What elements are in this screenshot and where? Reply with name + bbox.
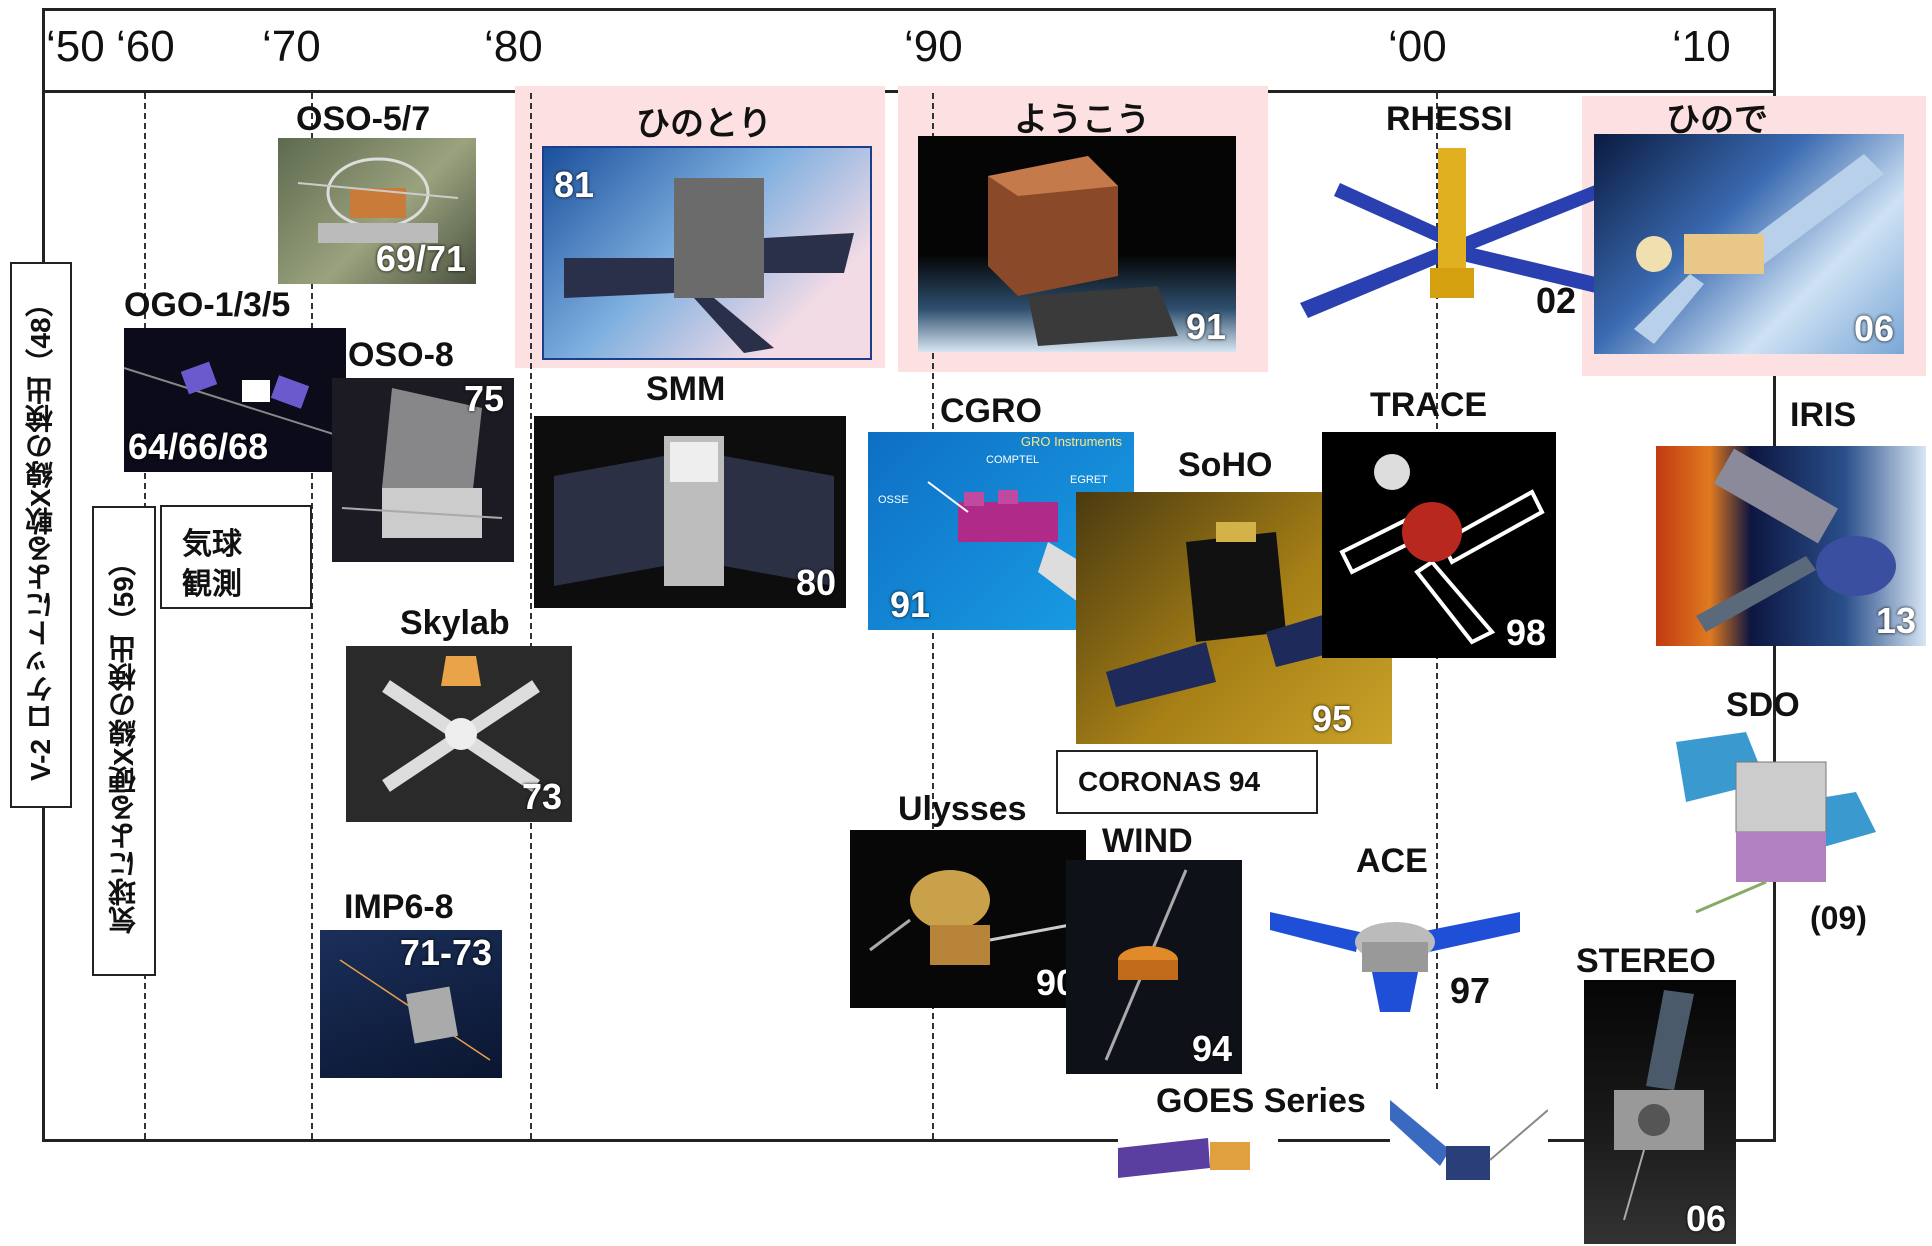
imp-photo: 71-73 <box>320 930 502 1078</box>
balloon-observation-line2: 観測 <box>182 568 242 601</box>
hinotori-year: 81 <box>554 164 595 205</box>
rhessi-satellite-icon <box>1300 148 1600 318</box>
rhessi-photo: 02 <box>1300 138 1600 338</box>
yohkoh-year: 91 <box>1185 306 1226 347</box>
year-label-10: ‘10 <box>1672 22 1731 71</box>
oso8-satellite-icon <box>341 388 503 538</box>
yohkoh-label: ようこう <box>1014 101 1150 139</box>
goes-label: GOES Series <box>1156 1082 1366 1120</box>
balloon-hard-xray-text: 気球による硬X線の検出（59） <box>108 548 139 934</box>
hinode-year: 06 <box>1853 308 1894 349</box>
year-label-00: ‘00 <box>1388 22 1447 71</box>
wind-satellite-icon <box>1104 869 1188 1061</box>
goes-right-image <box>1390 1090 1548 1210</box>
oso57-satellite-icon <box>297 157 459 243</box>
year-label-50: ‘50 <box>46 22 105 71</box>
decade-line-80 <box>530 93 532 1139</box>
stereo-photo: 06 <box>1584 980 1736 1244</box>
sdo-satellite-icon <box>1676 732 1876 914</box>
year-label-80: ‘80 <box>484 22 543 71</box>
wind-label: WIND <box>1102 822 1193 860</box>
hinotori-photo: 81 <box>542 146 872 360</box>
soho-year: 95 <box>1311 698 1352 739</box>
trace-label: TRACE <box>1370 386 1488 424</box>
oso57-year: 69/71 <box>375 238 466 279</box>
ogo-satellite-icon <box>124 361 346 439</box>
oso8-year: 75 <box>463 378 504 419</box>
smm-satellite-icon <box>554 436 834 586</box>
ace-year: 97 <box>1449 970 1490 1011</box>
hinode-satellite-icon <box>1634 154 1884 344</box>
imp-satellite-icon <box>339 959 491 1061</box>
v2-rocket-text: V-2 ロケットによる軟X線の検出（48） <box>25 289 56 781</box>
ulysses-photo: 90 <box>850 830 1086 1008</box>
stereo-label: STEREO <box>1576 942 1716 980</box>
iris-satellite-icon <box>1696 448 1896 632</box>
yohkoh-satellite-icon <box>988 156 1178 346</box>
year-label-70: ‘70 <box>262 22 321 71</box>
goes-left-satellite-icon <box>1118 1138 1250 1178</box>
cgro-instruments-title: GRO Instruments <box>1020 434 1122 449</box>
hinode-photo: 06 <box>1594 134 1904 354</box>
trace-photo: 98 <box>1322 432 1556 658</box>
skylab-year: 73 <box>521 776 562 817</box>
smm-photo: 80 <box>534 416 846 608</box>
iris-label: IRIS <box>1790 396 1857 434</box>
smm-year: 80 <box>795 562 836 603</box>
v2-rocket-box: V-2 ロケットによる軟X線の検出（48） <box>10 262 72 808</box>
skylab-label: Skylab <box>400 604 510 642</box>
smm-label: SMM <box>646 370 726 408</box>
ulysses-satellite-icon <box>869 870 1071 965</box>
sdo-year: (09) <box>1810 900 1867 936</box>
sdo-label: SDO <box>1726 686 1800 724</box>
cgro-comptel-label: COMPTEL <box>986 454 1040 466</box>
decade-line-70 <box>311 93 313 1139</box>
ogo-year: 64/66/68 <box>128 426 269 467</box>
wind-year: 94 <box>1191 1028 1232 1069</box>
year-label-60: ‘60 <box>116 22 175 71</box>
soho-satellite-icon <box>1106 522 1376 707</box>
balloon-hard-xray-box: 気球による硬X線の検出（59） <box>92 506 156 976</box>
coronas-label: CORONAS 94 <box>1078 766 1261 797</box>
trace-satellite-icon <box>1339 454 1545 645</box>
yohkoh-photo: 91 <box>918 136 1236 352</box>
coronas-box: CORONAS 94 <box>1056 750 1318 814</box>
hinode-label: ひので <box>1666 101 1768 139</box>
ace-photo: 97 <box>1270 872 1520 1022</box>
rhessi-year: 02 <box>1535 280 1576 321</box>
soho-label: SoHO <box>1178 446 1273 484</box>
ogo-photo: 64/66/68 <box>124 328 346 472</box>
ogo-label: OGO-1/3/5 <box>124 286 291 324</box>
wind-photo: 94 <box>1066 860 1242 1074</box>
goes-left-image <box>1118 1128 1278 1186</box>
ulysses-label: Ulysses <box>898 790 1027 828</box>
sdo-image <box>1656 722 1886 922</box>
balloon-observation-line1: 気球 <box>182 528 242 561</box>
iris-year: 13 <box>1875 600 1916 641</box>
oso8-label: OSO-8 <box>348 336 454 374</box>
cgro-osse-label: OSSE <box>878 494 909 506</box>
imp-label: IMP6-8 <box>344 888 454 926</box>
ace-satellite-icon <box>1270 912 1520 1012</box>
stereo-year: 06 <box>1685 1198 1726 1239</box>
cgro-egret-label: EGRET <box>1070 474 1108 486</box>
skylab-satellite-icon <box>382 656 540 792</box>
balloon-observation-box: 気球 観測 <box>160 505 312 609</box>
oso57-photo: 69/71 <box>278 138 476 284</box>
stereo-satellite-icon <box>1614 990 1704 1221</box>
year-label-90: ‘90 <box>904 22 963 71</box>
goes-right-satellite-icon <box>1390 1100 1548 1180</box>
cgro-label: CGRO <box>940 392 1042 430</box>
hinotori-satellite-icon <box>564 178 854 353</box>
cgro-year: 91 <box>890 584 931 625</box>
oso8-photo: 75 <box>332 378 514 562</box>
trace-year: 98 <box>1505 612 1546 653</box>
rhessi-label: RHESSI <box>1386 100 1513 138</box>
ace-label: ACE <box>1356 842 1428 880</box>
imp-year: 71-73 <box>399 932 492 973</box>
iris-photo: 13 <box>1656 446 1926 646</box>
hinotori-label: ひのとり <box>636 105 772 143</box>
skylab-photo: 73 <box>346 646 572 822</box>
oso57-label: OSO-5/7 <box>296 100 431 138</box>
